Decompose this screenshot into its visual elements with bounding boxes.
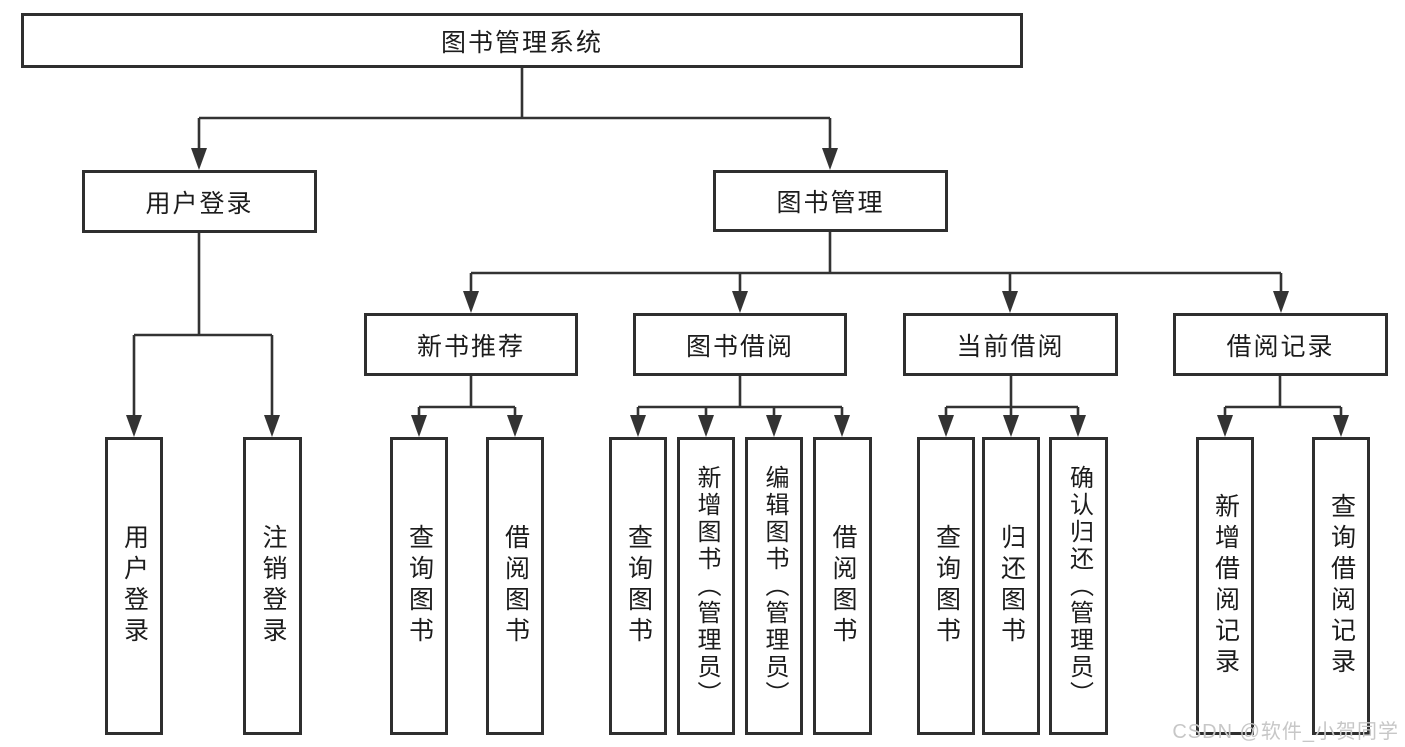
leaf-logout: 注销登录 [243,437,302,735]
leaf-query-books-2: 查询图书 [609,437,667,735]
leaf-add-books-admin: 新增图书（管理员） [677,437,735,735]
arrowhead [1003,415,1019,437]
node-user-login: 用户登录 [82,170,317,233]
arrowheads [126,148,1349,437]
connector-newbook-to-leaves [417,376,517,415]
leaf-query-books-1: 查询图书 [390,437,448,735]
arrowhead [938,415,954,437]
arrowhead [834,415,850,437]
connector-records-to-leaves [1223,376,1343,415]
node-book-borrowing: 图书借阅 [633,313,847,376]
arrowhead [507,415,523,437]
arrowhead [766,415,782,437]
node-library-management-system: 图书管理系统 [21,13,1023,68]
node-book-management: 图书管理 [713,170,948,232]
arrowhead [126,415,142,437]
leaf-confirm-return-admin: 确认归还（管理员） [1049,437,1108,735]
arrowhead [630,415,646,437]
leaf-query-borrow-record: 查询借阅记录 [1312,437,1370,735]
leaf-borrow-books-1: 借阅图书 [486,437,544,735]
arrowhead [1333,415,1349,437]
leaf-edit-books-admin: 编辑图书（管理员） [745,437,803,735]
arrowhead [822,148,838,170]
arrowhead [1070,415,1086,437]
node-new-book-recommend: 新书推荐 [364,313,578,376]
connector-userlogin-to-leaves [132,233,274,415]
arrowhead [1217,415,1233,437]
connector-bookborrow-to-leaves [636,376,844,415]
arrowhead [1002,291,1018,313]
leaf-return-books: 归还图书 [982,437,1040,735]
leaf-borrow-books-2: 借阅图书 [813,437,872,735]
arrowhead [698,415,714,437]
leaf-user-login: 用户登录 [105,437,163,735]
leaf-query-books-3: 查询图书 [917,437,975,735]
arrowhead [191,148,207,170]
arrowhead [732,291,748,313]
arrowhead [411,415,427,437]
connector-currentborrow-to-leaves [944,376,1080,415]
connector-bookmgmt-to-level3 [469,232,1283,291]
connector-root-to-level2 [197,68,832,150]
node-current-borrowing: 当前借阅 [903,313,1118,376]
node-borrowing-records: 借阅记录 [1173,313,1388,376]
arrowhead [1273,291,1289,313]
arrowhead [463,291,479,313]
leaf-add-borrow-record: 新增借阅记录 [1196,437,1254,735]
arrowhead [264,415,280,437]
